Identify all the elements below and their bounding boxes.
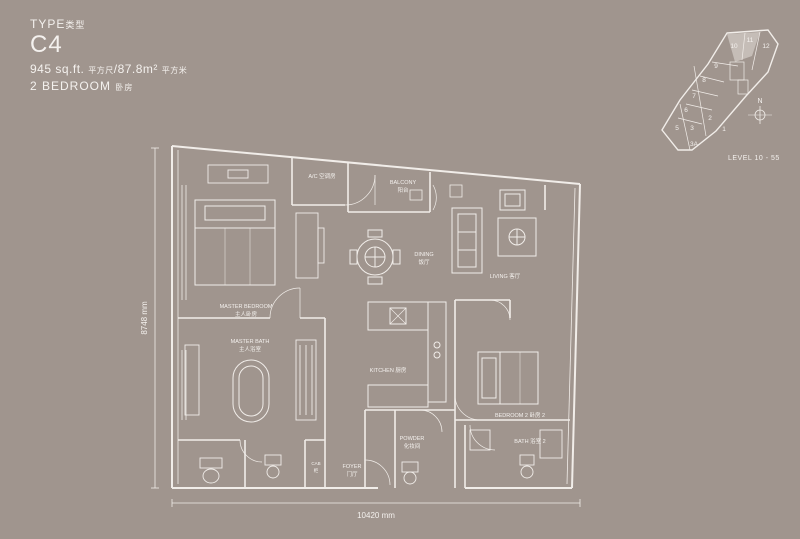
coffee-table-icon (497, 217, 537, 257)
master-bed-icon (194, 199, 276, 286)
balcony-furniture-icon (409, 184, 463, 201)
toilet-icon (199, 454, 535, 485)
area-separator: / (113, 62, 118, 76)
key-unit-9: 9 (714, 63, 718, 70)
key-unit-3a: 3A (690, 141, 699, 148)
area-line: 945 sq.ft. 平方尺/87.8m² 平方米 (30, 63, 187, 75)
label-kitchen: KITCHEN 厨房 (370, 366, 407, 374)
key-unit-11: 11 (747, 37, 754, 44)
key-unit-8: 8 (702, 77, 706, 84)
key-plan: 1 2 3 3A 5 6 7 8 9 10 11 12 N LEVEL 10 -… (661, 29, 780, 162)
bath2-fixtures-icon (469, 429, 563, 459)
label-foyer: FOYER (343, 464, 362, 470)
bathtub-icon (232, 359, 270, 423)
label-master-bedroom: MASTER BEDROOM (220, 304, 273, 310)
tv-cabinet-icon (295, 212, 325, 279)
label-cab-cn: 柜 (314, 467, 319, 474)
sofa-icon (451, 207, 483, 274)
kitchen-counter-icon (367, 301, 447, 408)
type-label-cn: 类型 (65, 20, 86, 30)
label-master-bath: MASTER BATH (231, 339, 270, 345)
label-ac-room: A/C 空调房 (308, 172, 336, 180)
width-dimension-line (171, 499, 581, 507)
type-label: TYPE (30, 17, 66, 31)
bedroom-count: 2 BEDROOM (30, 79, 112, 93)
bedroom-line: 2 BEDROOM 卧房 (30, 80, 187, 92)
vanity-icon (184, 339, 317, 421)
height-dimension-line (151, 147, 159, 489)
key-unit-7: 7 (692, 93, 696, 100)
area-sqft: 945 sq.ft. (30, 62, 85, 76)
key-unit-10: 10 (730, 43, 738, 50)
label-master-bath-cn: 主人浴室 (239, 345, 262, 353)
unit-code: C4 (30, 31, 63, 58)
north-arrow-icon: N (748, 98, 772, 124)
key-unit-5: 5 (675, 125, 679, 132)
label-living: LIVING 客厅 (490, 272, 521, 280)
area-sqm-cn: 平方米 (161, 66, 188, 75)
dining-table-icon (349, 229, 401, 285)
level-label: LEVEL 10 - 55 (728, 155, 780, 162)
interior-walls (178, 157, 570, 488)
north-label: N (757, 98, 762, 105)
label-bedroom2: BEDROOM 2 卧房 2 (495, 411, 545, 419)
label-foyer-cn: 门厅 (346, 470, 358, 478)
label-balcony: BALCONY (390, 180, 417, 186)
label-cab: CAB (311, 461, 320, 466)
label-powder: POWDER (400, 436, 425, 442)
key-unit-1: 1 (722, 126, 726, 133)
bedroom-count-cn: 卧房 (115, 83, 134, 92)
unit-info: TYPE类型 C4 945 sq.ft. 平方尺/87.8m² 平方米 2 BE… (30, 18, 187, 92)
area-sqm: 87.8m² (117, 62, 158, 76)
label-dining: DINING (414, 252, 433, 258)
key-unit-6: 6 (684, 107, 688, 114)
outer-walls (171, 145, 581, 489)
doors (239, 174, 511, 486)
height-dimension: 8748 mm (140, 301, 149, 335)
key-unit-12: 12 (762, 43, 770, 50)
label-master-bedroom-cn: 主人卧房 (235, 310, 258, 318)
label-bath2: BATH 浴室 2 (514, 437, 545, 445)
bedroom2-bed-icon (477, 351, 539, 405)
type-line: TYPE类型 (30, 18, 187, 30)
armchair-icon (499, 189, 526, 211)
key-unit-2: 2 (708, 115, 712, 122)
label-balcony-cn: 阳台 (397, 186, 409, 194)
area-sqft-cn: 平方尺 (88, 66, 114, 75)
width-dimension: 10420 mm (357, 511, 395, 520)
label-powder-cn: 化妆间 (404, 442, 421, 450)
key-unit-3: 3 (690, 125, 694, 132)
master-dresser-icon (207, 164, 269, 184)
label-dining-cn: 饭厅 (418, 258, 430, 266)
